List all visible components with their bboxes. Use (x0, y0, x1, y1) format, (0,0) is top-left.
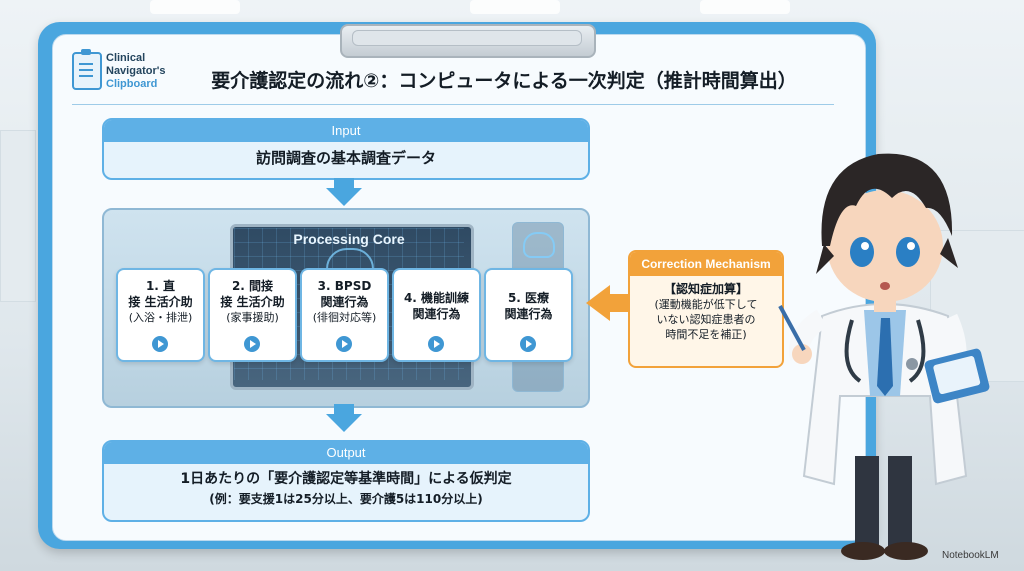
card-5-line2: 関連行為 (504, 307, 553, 321)
clipboard-clip-inner (352, 30, 582, 46)
process-card-5: 5. 医療 関連行為 (484, 268, 573, 362)
output-label: Output (104, 442, 588, 464)
ceiling-light (470, 0, 560, 14)
arrow-down-icon (326, 414, 362, 432)
process-card-1: 1. 直 接 生活介助 (入浴・排泄) (116, 268, 205, 362)
card-2-line1: 2. 間接 (231, 279, 274, 293)
doctor-character-illustration (778, 153, 990, 560)
input-box: Input 訪問調査の基本調査データ (102, 118, 590, 180)
card-3-line3: (徘徊対応等) (312, 311, 377, 324)
correction-mechanism-box: Correction Mechanism 【認知症加算】 (運動機能が低下して … (628, 250, 784, 368)
brand-line3: Clipboard (106, 78, 158, 90)
correction-line3: 時間不足を補正) (665, 328, 747, 341)
play-icon[interactable] (520, 336, 536, 352)
card-4-line2: 関連行為 (412, 307, 461, 321)
card-4-line1: 4. 機能訓練 (403, 291, 470, 305)
output-box: Output 1日あたりの「要介護認定等基準時間」による仮判定 (例：要支援1は… (102, 440, 590, 522)
play-icon[interactable] (244, 336, 260, 352)
process-card-3: 3. BPSD 関連行為 (徘徊対応等) (300, 268, 389, 362)
brand-logo: Clinical Navigator's Clipboard (106, 52, 186, 91)
background-cabinet (0, 130, 36, 302)
ceiling-light (700, 0, 790, 14)
notebooklm-watermark: NotebookLM (942, 550, 999, 561)
arrow-down-shaft (334, 404, 354, 416)
brand-line2: Navigator's (106, 65, 166, 77)
correction-line2: いない認知症患者の (656, 313, 756, 326)
arrow-down-icon (326, 188, 362, 206)
correction-label: Correction Mechanism (630, 252, 782, 276)
play-icon[interactable] (336, 336, 352, 352)
orange-arrow-shaft (608, 294, 630, 312)
card-1-line3: (入浴・排泄) (128, 311, 193, 324)
brain-icon (523, 232, 555, 258)
process-card-2: 2. 間接 接 生活介助 (家事援助) (208, 268, 297, 362)
process-card-4: 4. 機能訓練 関連行為 (392, 268, 481, 362)
processing-core-label: Processing Core (293, 231, 405, 247)
input-label: Input (104, 120, 588, 142)
card-2-line2: 接 生活介助 (220, 295, 285, 309)
ceiling-light (150, 0, 240, 14)
arrow-left-icon (586, 285, 610, 321)
brand-line1: Clinical (106, 52, 146, 64)
card-2-line3: (家事援助) (226, 311, 279, 324)
card-3-line2: 関連行為 (320, 295, 369, 309)
card-5-line1: 5. 医療 (507, 291, 550, 305)
arrow-down-shaft (334, 178, 354, 190)
output-line1: 1日あたりの「要介護認定等基準時間」による仮判定 (180, 471, 512, 487)
clipboard-logo-icon (72, 49, 102, 90)
correction-heading: 【認知症加算】 (663, 282, 748, 296)
play-icon[interactable] (428, 336, 444, 352)
page-title: 要介護認定の流れ②：コンピュータによる一次判定（推計時間算出） (211, 70, 797, 92)
card-3-line1: 3. BPSD (317, 279, 372, 293)
correction-line1: (運動機能が低下して (654, 298, 758, 311)
play-icon[interactable] (152, 336, 168, 352)
title-divider (72, 104, 834, 105)
card-1-line1: 1. 直 (145, 279, 176, 293)
output-line2: (例：要支援1は25分以上、要介護5は110分以上) (209, 492, 483, 506)
card-1-line2: 接 生活介助 (128, 295, 193, 309)
input-text: 訪問調査の基本調査データ (255, 149, 436, 167)
